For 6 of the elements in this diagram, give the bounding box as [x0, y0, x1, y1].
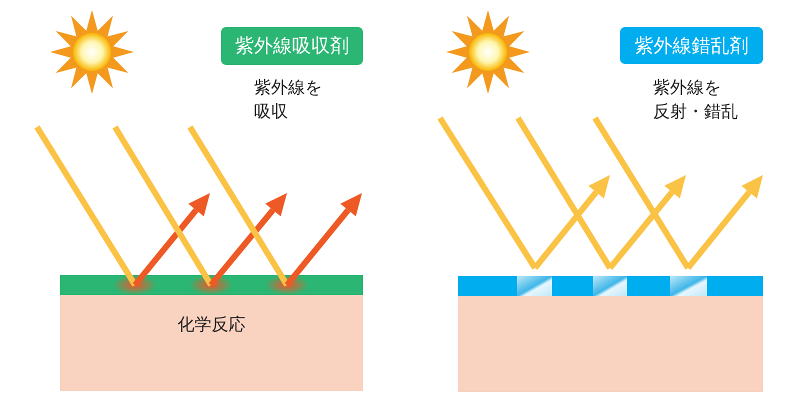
- skin-layer: 化学反応: [60, 295, 363, 391]
- title-badge: 紫外線錯乱剤: [620, 27, 763, 64]
- title-badge: 紫外線吸収剤: [221, 27, 363, 65]
- note-text: 紫外線を吸収: [254, 77, 322, 124]
- note-text: 紫外線を反射・錯乱: [653, 77, 738, 124]
- skin-layer: [458, 296, 763, 392]
